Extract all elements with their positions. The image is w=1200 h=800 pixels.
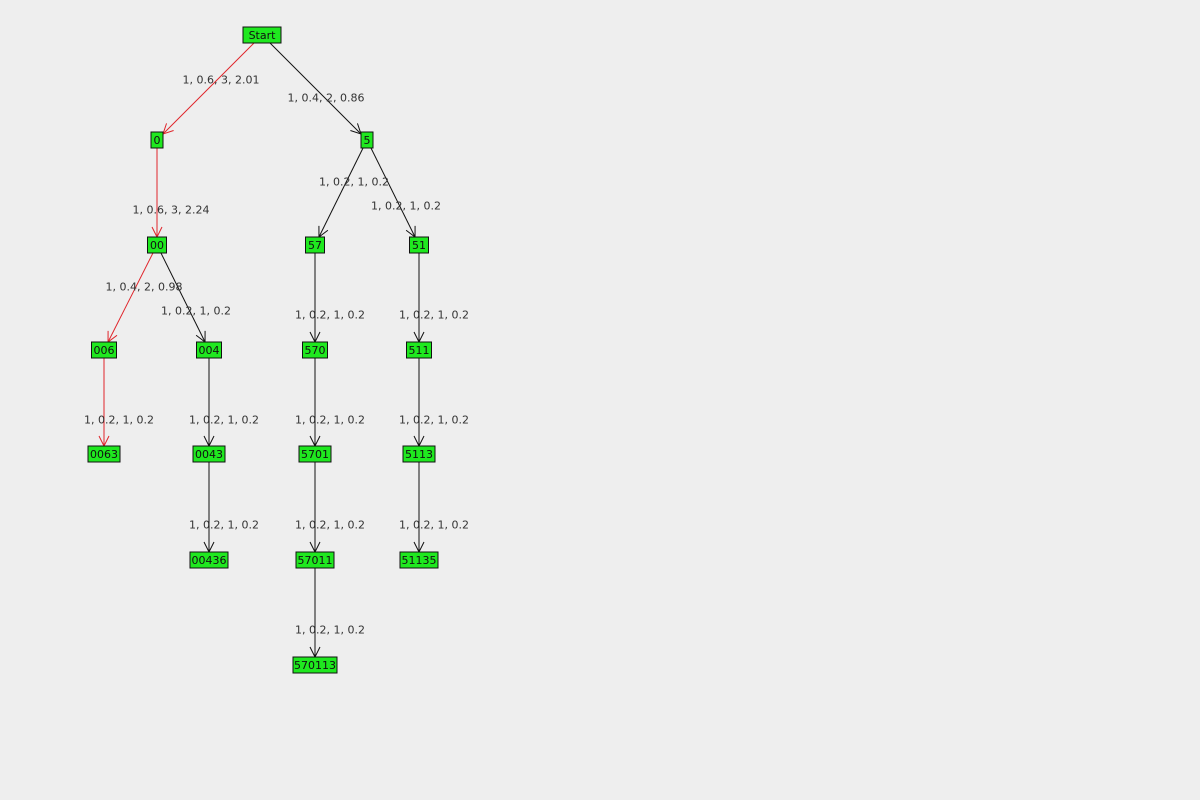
node-box-n5701[interactable] bbox=[298, 445, 332, 463]
edge-n5-to-n57 bbox=[319, 147, 364, 237]
edge-labels-layer: 1, 0.6, 3, 2.01 1, 0.4, 2, 0.86 1, 0.6, 3,… bbox=[84, 74, 469, 637]
node-box-n5[interactable] bbox=[360, 131, 374, 149]
node-box-n00436[interactable] bbox=[189, 551, 229, 569]
edge-label-n5113-to-n51135: 1, 0.2, 1, 0.2 bbox=[399, 519, 469, 532]
node-n006[interactable]: 006 bbox=[91, 341, 117, 359]
edge-label-n00-to-n004: 1, 0.2, 1, 0.2 bbox=[161, 305, 231, 318]
node-box-n570113[interactable] bbox=[292, 656, 338, 674]
edge-label-n51-to-n511: 1, 0.2, 1, 0.2 bbox=[399, 309, 469, 322]
node-label-n0063: 0063 bbox=[90, 448, 118, 461]
node-label-n0: 0 bbox=[154, 134, 161, 147]
edge-label-n0043-to-n00436: 1, 0.2, 1, 0.2 bbox=[189, 519, 259, 532]
edge-n00-to-n004 bbox=[160, 252, 205, 342]
node-label-n57011: 57011 bbox=[298, 554, 333, 567]
edge-start-to-n0 bbox=[163, 42, 255, 134]
nodes-layer: Start 0 5 00 57 51 006 004 570 511 0063 0043 5701 511… bbox=[87, 26, 439, 674]
node-box-n570[interactable] bbox=[302, 341, 328, 359]
node-n57011[interactable]: 57011 bbox=[295, 551, 335, 569]
node-n0063[interactable]: 0063 bbox=[87, 445, 121, 463]
node-label-n570: 570 bbox=[305, 344, 326, 357]
node-n51[interactable]: 51 bbox=[409, 236, 429, 254]
edge-start-to-n5 bbox=[269, 42, 361, 134]
node-n5701[interactable]: 5701 bbox=[298, 445, 332, 463]
node-label-n00436: 00436 bbox=[192, 554, 227, 567]
node-n511[interactable]: 511 bbox=[406, 341, 432, 359]
node-box-start[interactable] bbox=[242, 26, 282, 44]
node-label-start: Start bbox=[249, 29, 277, 42]
edge-label-start-to-n0: 1, 0.6, 3, 2.01 bbox=[183, 74, 260, 87]
edge-label-n5-to-n51: 1, 0.2, 1, 0.2 bbox=[371, 200, 441, 213]
node-n5113[interactable]: 5113 bbox=[402, 445, 436, 463]
edges-layer bbox=[104, 42, 419, 657]
edge-n5-to-n51 bbox=[370, 147, 415, 237]
node-box-n00[interactable] bbox=[147, 236, 167, 254]
edge-label-start-to-n5: 1, 0.4, 2, 0.86 bbox=[288, 92, 365, 105]
node-label-n511: 511 bbox=[409, 344, 430, 357]
node-n570[interactable]: 570 bbox=[302, 341, 328, 359]
node-box-n51135[interactable] bbox=[399, 551, 439, 569]
node-label-n004: 004 bbox=[199, 344, 220, 357]
node-n51135[interactable]: 51135 bbox=[399, 551, 439, 569]
node-n570113[interactable]: 570113 bbox=[292, 656, 338, 674]
edge-label-n0-to-n00: 1, 0.6, 3, 2.24 bbox=[133, 204, 210, 217]
node-box-n004[interactable] bbox=[196, 341, 222, 359]
node-box-n0063[interactable] bbox=[87, 445, 121, 463]
node-n57[interactable]: 57 bbox=[305, 236, 325, 254]
node-box-n5113[interactable] bbox=[402, 445, 436, 463]
node-label-n00: 00 bbox=[150, 239, 164, 252]
node-label-n5113: 5113 bbox=[405, 448, 433, 461]
edge-n00-to-n006 bbox=[108, 252, 154, 342]
node-n00436[interactable]: 00436 bbox=[189, 551, 229, 569]
node-n5[interactable]: 5 bbox=[360, 131, 374, 149]
edge-label-n57-to-n570: 1, 0.2, 1, 0.2 bbox=[295, 309, 365, 322]
edge-label-n511-to-n5113: 1, 0.2, 1, 0.2 bbox=[399, 414, 469, 427]
edge-label-n00-to-n006: 1, 0.4, 2, 0.98 bbox=[106, 281, 183, 294]
node-box-n57011[interactable] bbox=[295, 551, 335, 569]
node-box-n0043[interactable] bbox=[192, 445, 226, 463]
node-label-n57: 57 bbox=[308, 239, 322, 252]
node-n004[interactable]: 004 bbox=[196, 341, 222, 359]
node-label-n51: 51 bbox=[412, 239, 426, 252]
node-box-n006[interactable] bbox=[91, 341, 117, 359]
node-n0[interactable]: 0 bbox=[150, 131, 164, 149]
node-box-n57[interactable] bbox=[305, 236, 325, 254]
node-label-n51135: 51135 bbox=[402, 554, 437, 567]
node-n00[interactable]: 00 bbox=[147, 236, 167, 254]
node-box-n0[interactable] bbox=[150, 131, 164, 149]
node-box-n511[interactable] bbox=[406, 341, 432, 359]
edge-label-n570-to-n5701: 1, 0.2, 1, 0.2 bbox=[295, 414, 365, 427]
node-label-n5701: 5701 bbox=[301, 448, 329, 461]
edge-label-n57011-to-n570113: 1, 0.2, 1, 0.2 bbox=[295, 624, 365, 637]
node-box-n51[interactable] bbox=[409, 236, 429, 254]
edge-label-n5-to-n57: 1, 0.2, 1, 0.2 bbox=[319, 176, 389, 189]
node-label-n570113: 570113 bbox=[294, 659, 336, 672]
edge-label-n004-to-n0043: 1, 0.2, 1, 0.2 bbox=[189, 414, 259, 427]
edge-label-n5701-to-n57011: 1, 0.2, 1, 0.2 bbox=[295, 519, 365, 532]
node-n0043[interactable]: 0043 bbox=[192, 445, 226, 463]
node-label-n006: 006 bbox=[94, 344, 115, 357]
node-label-n0043: 0043 bbox=[195, 448, 223, 461]
node-label-n5: 5 bbox=[364, 134, 371, 147]
node-start[interactable]: Start bbox=[242, 26, 282, 44]
edge-label-n006-to-n0063: 1, 0.2, 1, 0.2 bbox=[84, 414, 154, 427]
